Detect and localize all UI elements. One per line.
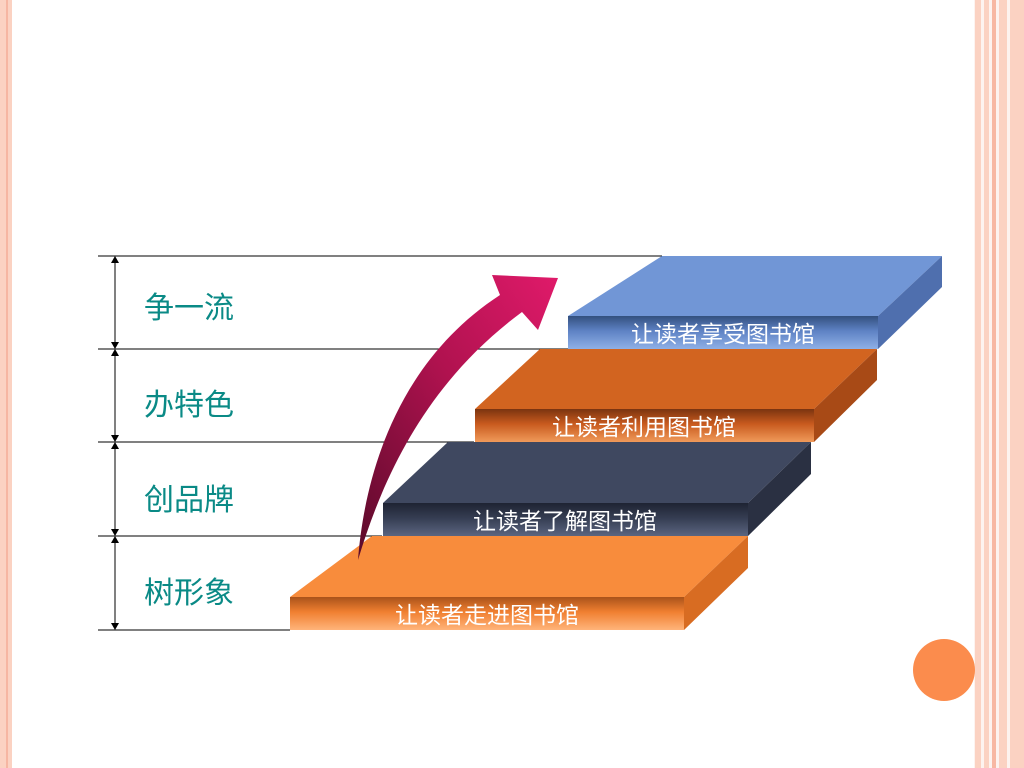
level-label-4: 树形象 (144, 576, 234, 611)
decorative-circle (913, 639, 975, 701)
level-label-3: 创品牌 (144, 483, 234, 518)
step-1: 让读者享受图书馆 (568, 256, 942, 349)
step-3-front (383, 503, 748, 536)
step-4-label: 让读者走进图书馆 (395, 603, 579, 629)
level-arrow-4 (111, 536, 119, 630)
step-4-top (290, 536, 748, 597)
right-stripe-5 (1010, 0, 1024, 768)
step-2-front (475, 409, 814, 442)
level-arrow-2 (111, 349, 119, 442)
step-4-side (684, 536, 748, 630)
right-stripe-1 (975, 0, 981, 768)
right-stripe-4 (999, 0, 1007, 768)
step-2-label: 让读者利用图书馆 (552, 415, 736, 441)
level-label-1: 争一流 (144, 291, 234, 326)
step-1-label: 让读者享受图书馆 (631, 322, 815, 348)
left-border-line (6, 0, 8, 768)
step-1-side (878, 256, 942, 349)
step-1-top (568, 256, 942, 316)
level-arrow-3 (111, 442, 119, 536)
level-label-2: 办特色 (144, 388, 234, 423)
step-4-front (290, 597, 684, 630)
step-3: 让读者了解图书馆 (383, 442, 811, 536)
step-3-label: 让读者了解图书馆 (473, 509, 657, 535)
step-3-top (383, 442, 811, 503)
step-2-top (475, 349, 877, 409)
right-stripe-3 (992, 0, 996, 768)
step-2-side (814, 349, 877, 442)
ascending-arrow (358, 275, 558, 560)
step-2: 让读者利用图书馆 (475, 349, 877, 442)
step-4: 让读者走进图书馆 (290, 536, 748, 630)
level-arrow-1 (111, 256, 119, 349)
right-stripe-2 (984, 0, 989, 768)
step-1-front (568, 316, 878, 349)
step-3-side (748, 442, 811, 536)
